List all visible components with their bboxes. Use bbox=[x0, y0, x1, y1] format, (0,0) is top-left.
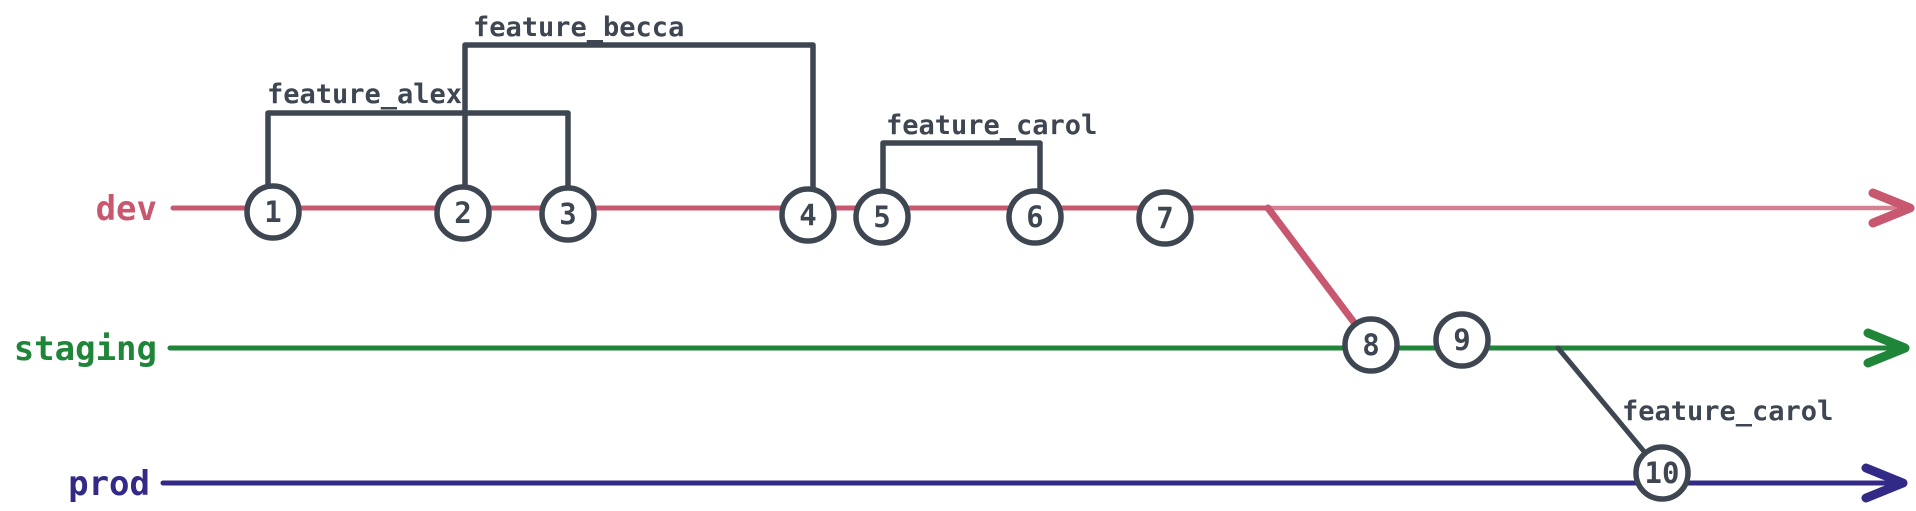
feature-branch-label: feature_alex bbox=[267, 79, 462, 110]
commit-number-1: 1 bbox=[264, 195, 281, 229]
commit-node-4 bbox=[779, 186, 837, 244]
branch-label-dev: dev bbox=[96, 189, 157, 229]
commit-node-2 bbox=[434, 184, 492, 242]
staging-arrowhead-icon bbox=[1863, 328, 1910, 368]
feature-bracket-0 bbox=[265, 110, 571, 194]
commit-number-6: 6 bbox=[1026, 200, 1043, 234]
feature-bracket-2 bbox=[880, 140, 1043, 197]
commit-number-7: 7 bbox=[1156, 201, 1173, 235]
commit-number-3: 3 bbox=[559, 197, 576, 231]
commit-number-4: 4 bbox=[799, 198, 816, 232]
dev-arrowhead-icon bbox=[1868, 188, 1915, 228]
commit-node-9 bbox=[1433, 311, 1491, 369]
feature-bracket-1 bbox=[462, 42, 816, 195]
commit-node-8 bbox=[1342, 316, 1400, 374]
commit-node-1 bbox=[244, 183, 302, 241]
commit-node-3 bbox=[539, 185, 597, 243]
commit-number-10: 10 bbox=[1645, 456, 1680, 490]
branch-label-prod: prod bbox=[68, 464, 150, 504]
commit-node-7 bbox=[1136, 189, 1194, 247]
commit-node-10 bbox=[1633, 444, 1691, 502]
commit-number-8: 8 bbox=[1362, 328, 1379, 362]
feature-branch-label: feature_becca bbox=[473, 12, 684, 43]
commit-node-6 bbox=[1006, 188, 1064, 246]
branch-label-staging: staging bbox=[14, 329, 157, 369]
commit-number-9: 9 bbox=[1453, 323, 1470, 357]
feature-branch-label: feature_carol bbox=[1622, 396, 1833, 427]
prod-arrowhead-icon bbox=[1861, 463, 1908, 503]
commit-number-2: 2 bbox=[454, 196, 471, 230]
commit-number-5: 5 bbox=[873, 200, 890, 234]
feature-branch-label: feature_carol bbox=[886, 110, 1097, 141]
commit-node-5 bbox=[853, 188, 911, 246]
